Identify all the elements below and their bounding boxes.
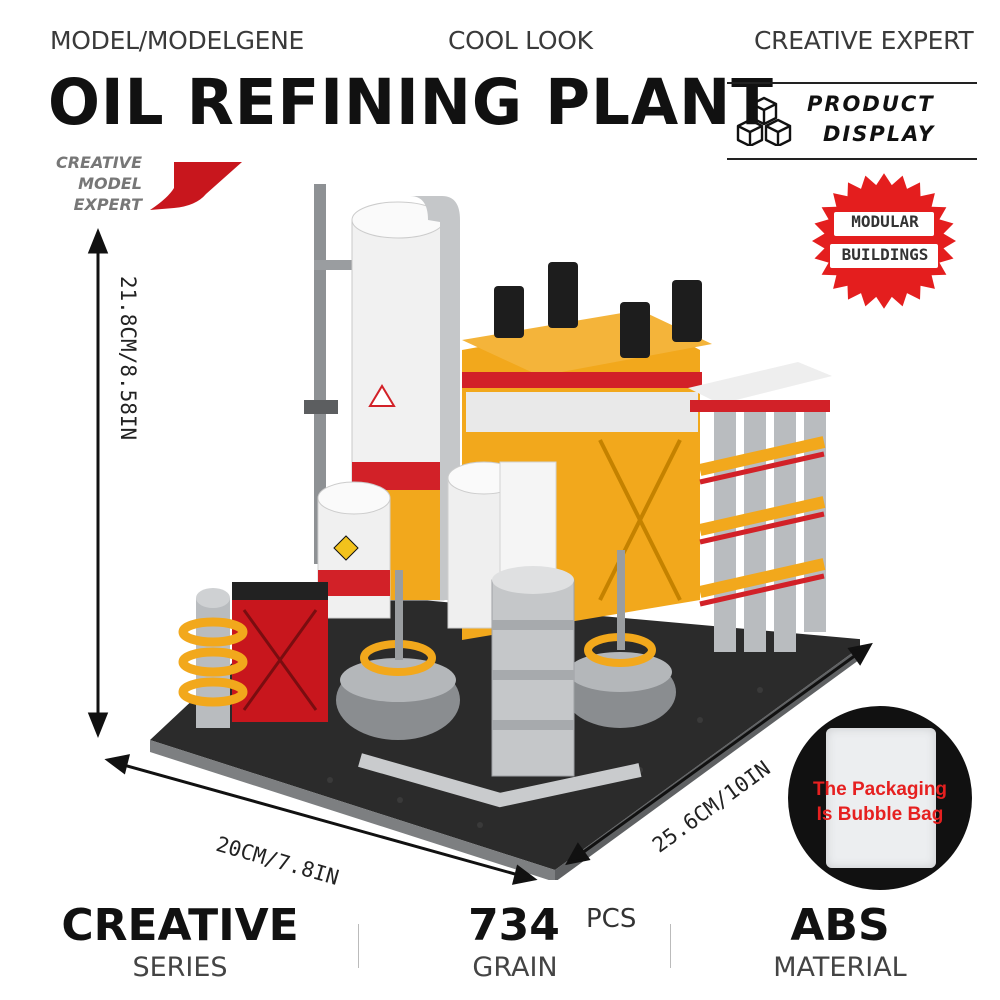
piece-count-unit: PCS	[586, 904, 637, 934]
brand-label: MODEL/MODELGENE	[50, 26, 305, 55]
product-display-line1: PRODUCT	[807, 92, 935, 116]
cme-line1: CREATIVE	[55, 153, 142, 172]
piece-count-value: 734	[468, 900, 560, 951]
page-title: OIL REFINING PLANT	[48, 66, 774, 139]
badge-line1: MODULAR	[851, 212, 919, 231]
packaging-line2: Is Bubble Bag	[816, 804, 944, 825]
series-label: SERIES	[132, 952, 228, 983]
modular-buildings-badge	[812, 173, 956, 309]
grain-label: GRAIN	[472, 952, 558, 983]
height-dimension-label: 21.8CM/8.58IN	[116, 275, 140, 441]
badge-line2: BUILDINGS	[841, 245, 929, 264]
cme-line2: MODEL	[78, 174, 142, 193]
role-label: CREATIVE EXPERT	[754, 26, 974, 55]
cme-line3: EXPERT	[73, 195, 142, 214]
divider	[358, 924, 359, 968]
product-display-line2: DISPLAY	[823, 122, 936, 146]
red-slash-logo	[150, 162, 242, 210]
oil-refinery-model-illustration	[150, 184, 860, 880]
material-label: MATERIAL	[773, 952, 907, 983]
series-value: CREATIVE	[61, 900, 299, 951]
tagline-label: COOL LOOK	[448, 26, 593, 55]
cubes-icon	[736, 96, 792, 146]
packaging-line1: The Packaging	[812, 779, 948, 800]
creative-model-expert-label: CREATIVE MODEL EXPERT	[40, 152, 142, 215]
material-value: ABS	[790, 900, 890, 951]
packaging-bubble-bag-image: The Packaging Is Bubble Bag	[788, 706, 972, 890]
divider	[670, 924, 671, 968]
bubble-bag-graphic	[826, 728, 936, 868]
product-display-box: PRODUCT DISPLAY	[727, 82, 977, 160]
